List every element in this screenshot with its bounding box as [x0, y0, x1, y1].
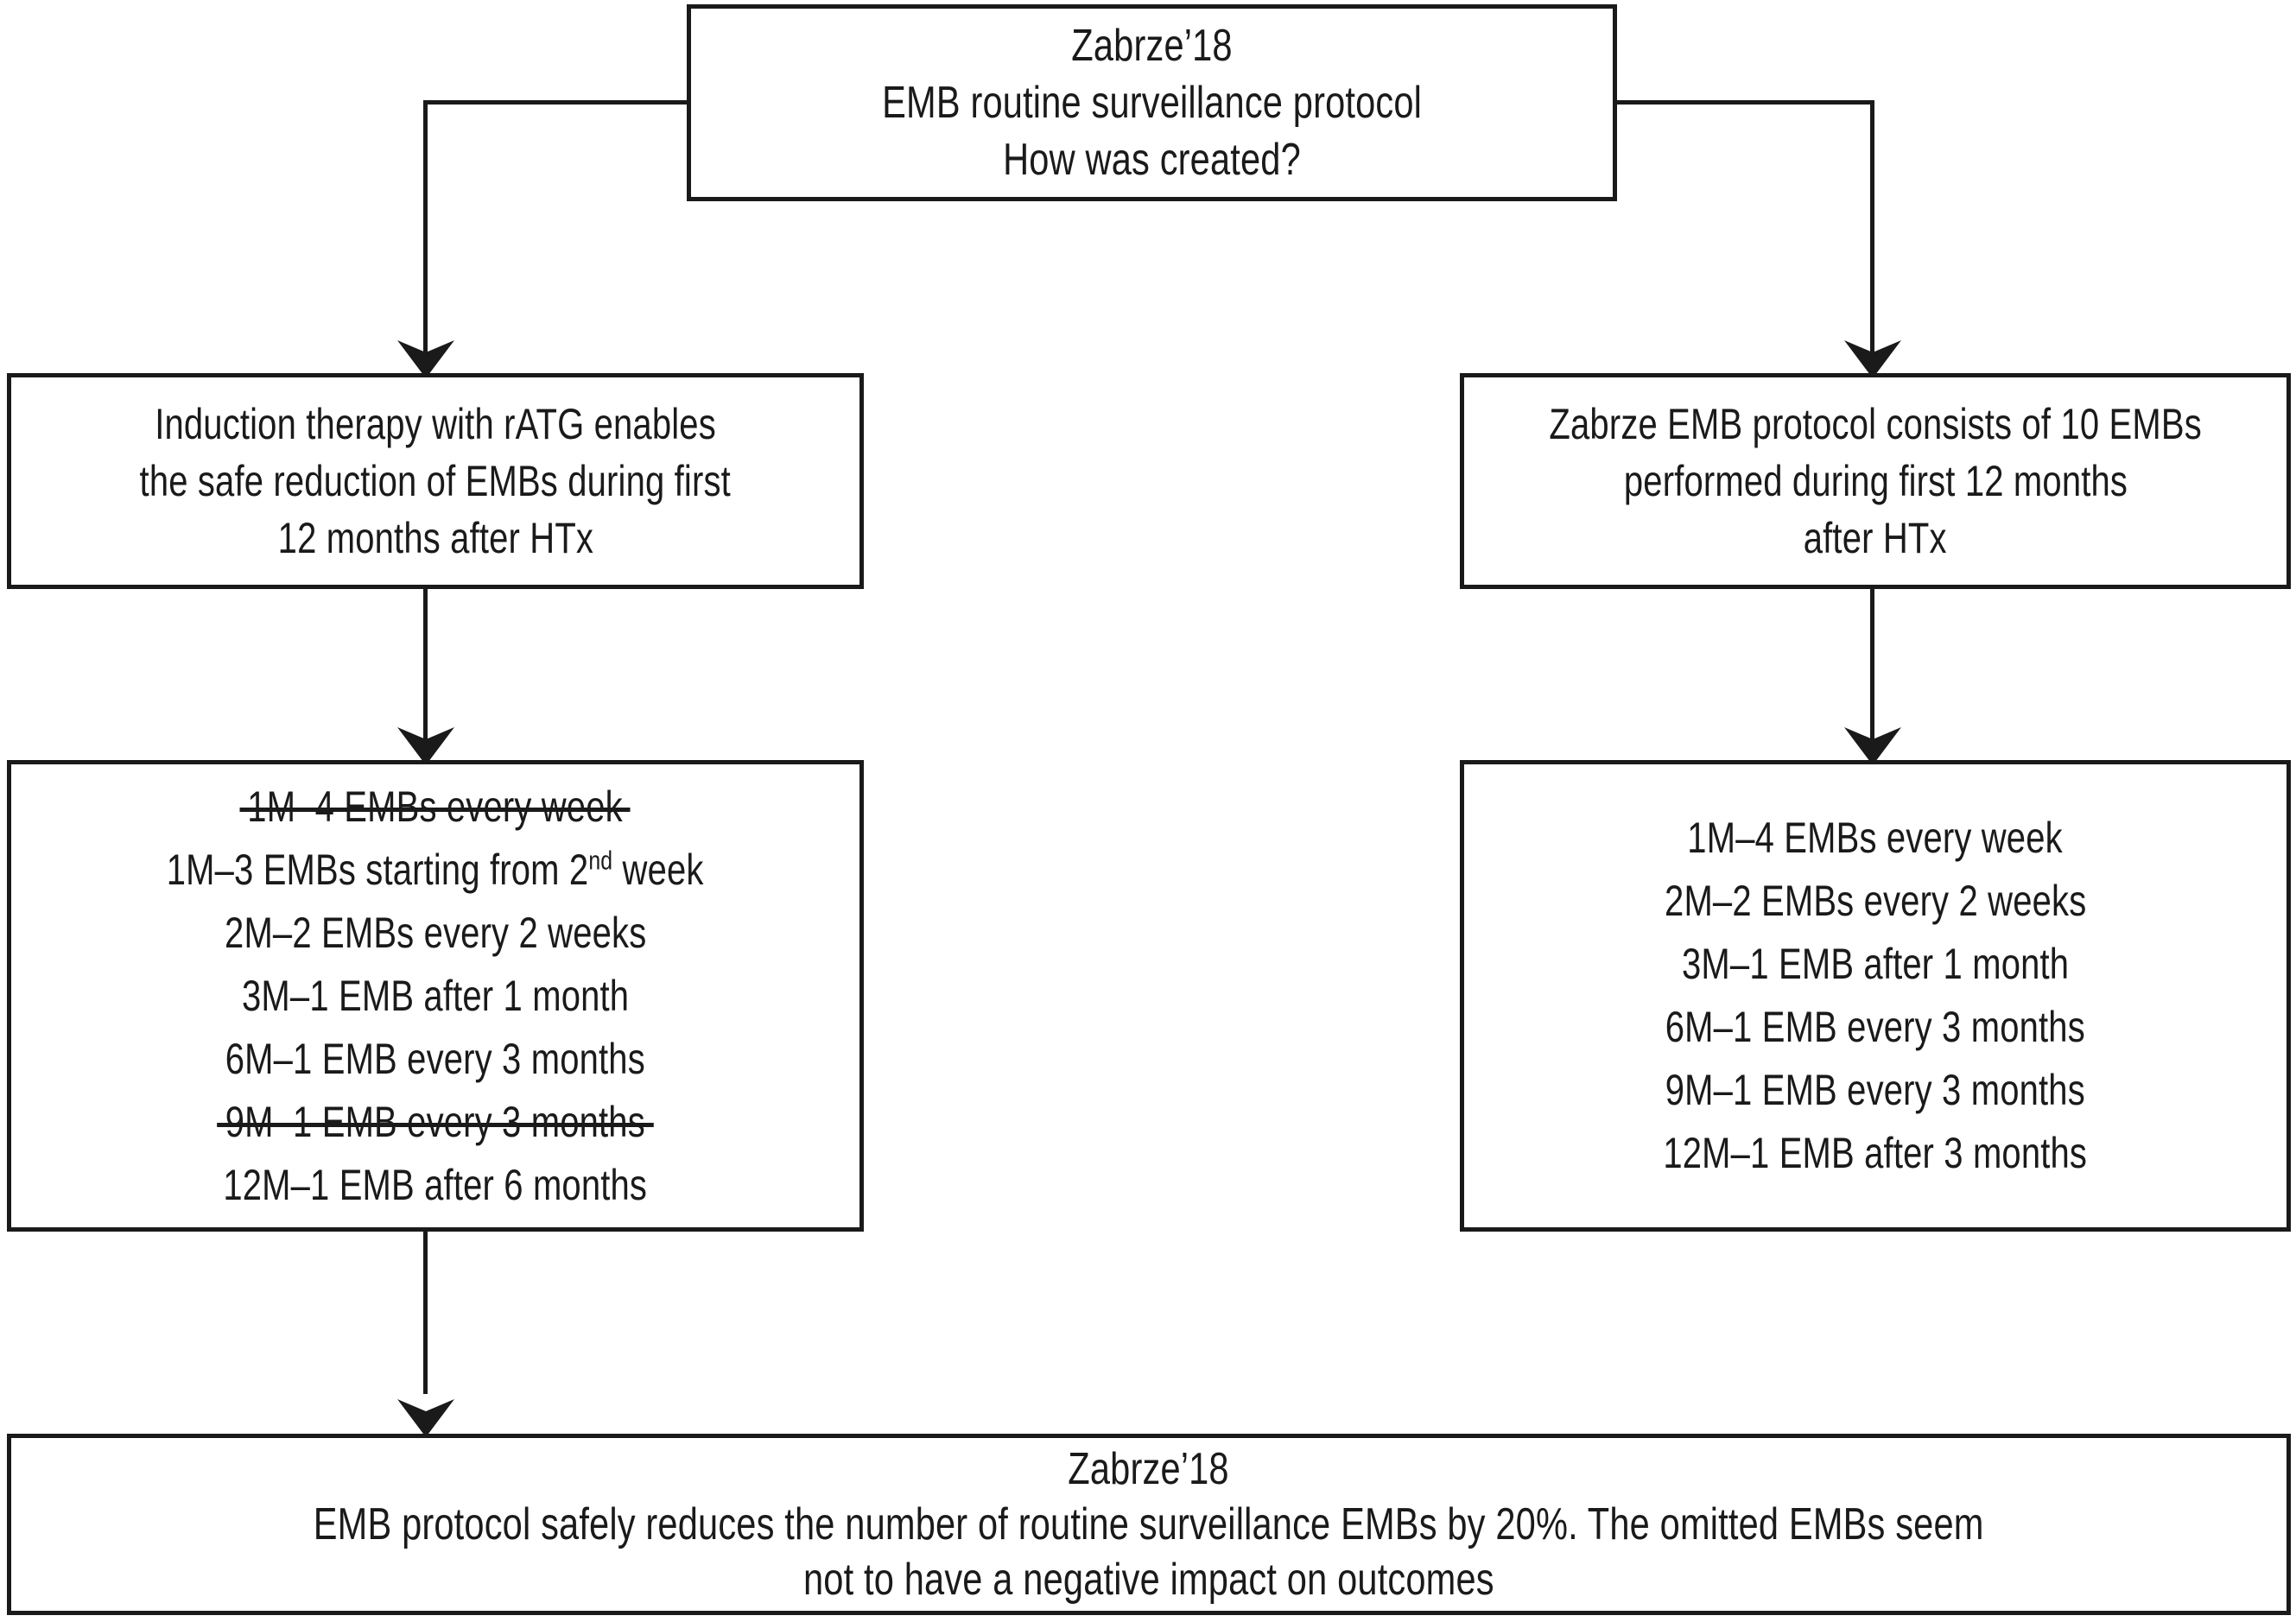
conclusion-line-1: Zabrze’18: [1068, 1444, 1230, 1494]
root-line-2: EMB routine surveillance protocol: [882, 78, 1422, 128]
connector-left-low-to-conclusion: [423, 1230, 428, 1394]
connector-root-to-right-vertical: [1870, 100, 1874, 352]
connector-root-to-left-vertical: [423, 100, 428, 352]
schedule-line: 6M–1 EMB every 3 months: [1665, 1003, 2086, 1051]
schedule-line: 2M–2 EMBs every 2 weeks: [224, 908, 647, 957]
schedule-line: 2M–2 EMBs every 2 weeks: [1664, 877, 2087, 925]
induction-line-1: Induction therapy with rATG enables: [155, 400, 716, 448]
connector-left-mid-to-left-low: [423, 587, 428, 739]
schedule-line: 1M–4 EMBs every week: [240, 776, 631, 839]
arrowhead-right-mid-to-right-low: [1840, 727, 1906, 765]
induction-line-2: the safe reduction of EMBs during first: [139, 457, 732, 505]
schedule-line: 6M–1 EMB every 3 months: [225, 1034, 646, 1083]
protocol-line-2: performed during first 12 months: [1623, 457, 2128, 505]
conclusion-line-3: not to have a negative impact on outcome…: [803, 1555, 1494, 1605]
schedule-line: 12M–1 EMB after 6 months: [223, 1160, 648, 1209]
schedule-line: 9M–1 EMB every 3 months: [1665, 1066, 2086, 1114]
schedule-line: 3M–1 EMB after 1 month: [1681, 940, 2070, 988]
root-line-3: How was created?: [1003, 135, 1301, 185]
induction-line-3: 12 months after HTx: [277, 514, 593, 562]
connector-root-to-right-horizontal: [1614, 100, 1874, 105]
root-question-box: Zabrze’18 EMB routine surveillance proto…: [687, 4, 1617, 201]
root-line-1: Zabrze’18: [1071, 21, 1233, 71]
connector-root-to-left-horizontal: [423, 100, 688, 105]
schedule-line: 9M–1 EMB every 3 months: [217, 1091, 654, 1154]
arrowhead-left-mid-to-left-low: [393, 727, 459, 765]
standard-schedule-box: 1M–4 EMBs every week 2M–2 EMBs every 2 we…: [1460, 760, 2291, 1232]
connector-right-mid-to-right-low: [1870, 587, 1874, 739]
arrowhead-root-to-left: [393, 340, 459, 378]
induction-therapy-box: Induction therapy with rATG enables the …: [7, 373, 864, 589]
schedule-line: 1M–3 EMBs starting from 2nd week: [167, 844, 704, 894]
protocol-line-1: Zabrze EMB protocol consists of 10 EMBs: [1549, 400, 2202, 448]
schedule-line: 12M–1 EMB after 3 months: [1663, 1129, 2088, 1177]
protocol-line-3: after HTx: [1804, 514, 1947, 562]
zabrze-protocol-box: Zabrze EMB protocol consists of 10 EMBs …: [1460, 373, 2291, 589]
arrowhead-left-low-to-conclusion: [393, 1399, 459, 1437]
arrowhead-root-to-right: [1840, 340, 1906, 378]
conclusion-box: Zabrze’18 EMB protocol safely reduces th…: [7, 1434, 2291, 1615]
schedule-line: 3M–1 EMB after 1 month: [241, 971, 630, 1020]
ordinal-superscript: nd: [588, 844, 613, 875]
schedule-line: 1M–4 EMBs every week: [1687, 814, 2064, 862]
conclusion-line-2: EMB protocol safely reduces the number o…: [314, 1499, 1984, 1549]
